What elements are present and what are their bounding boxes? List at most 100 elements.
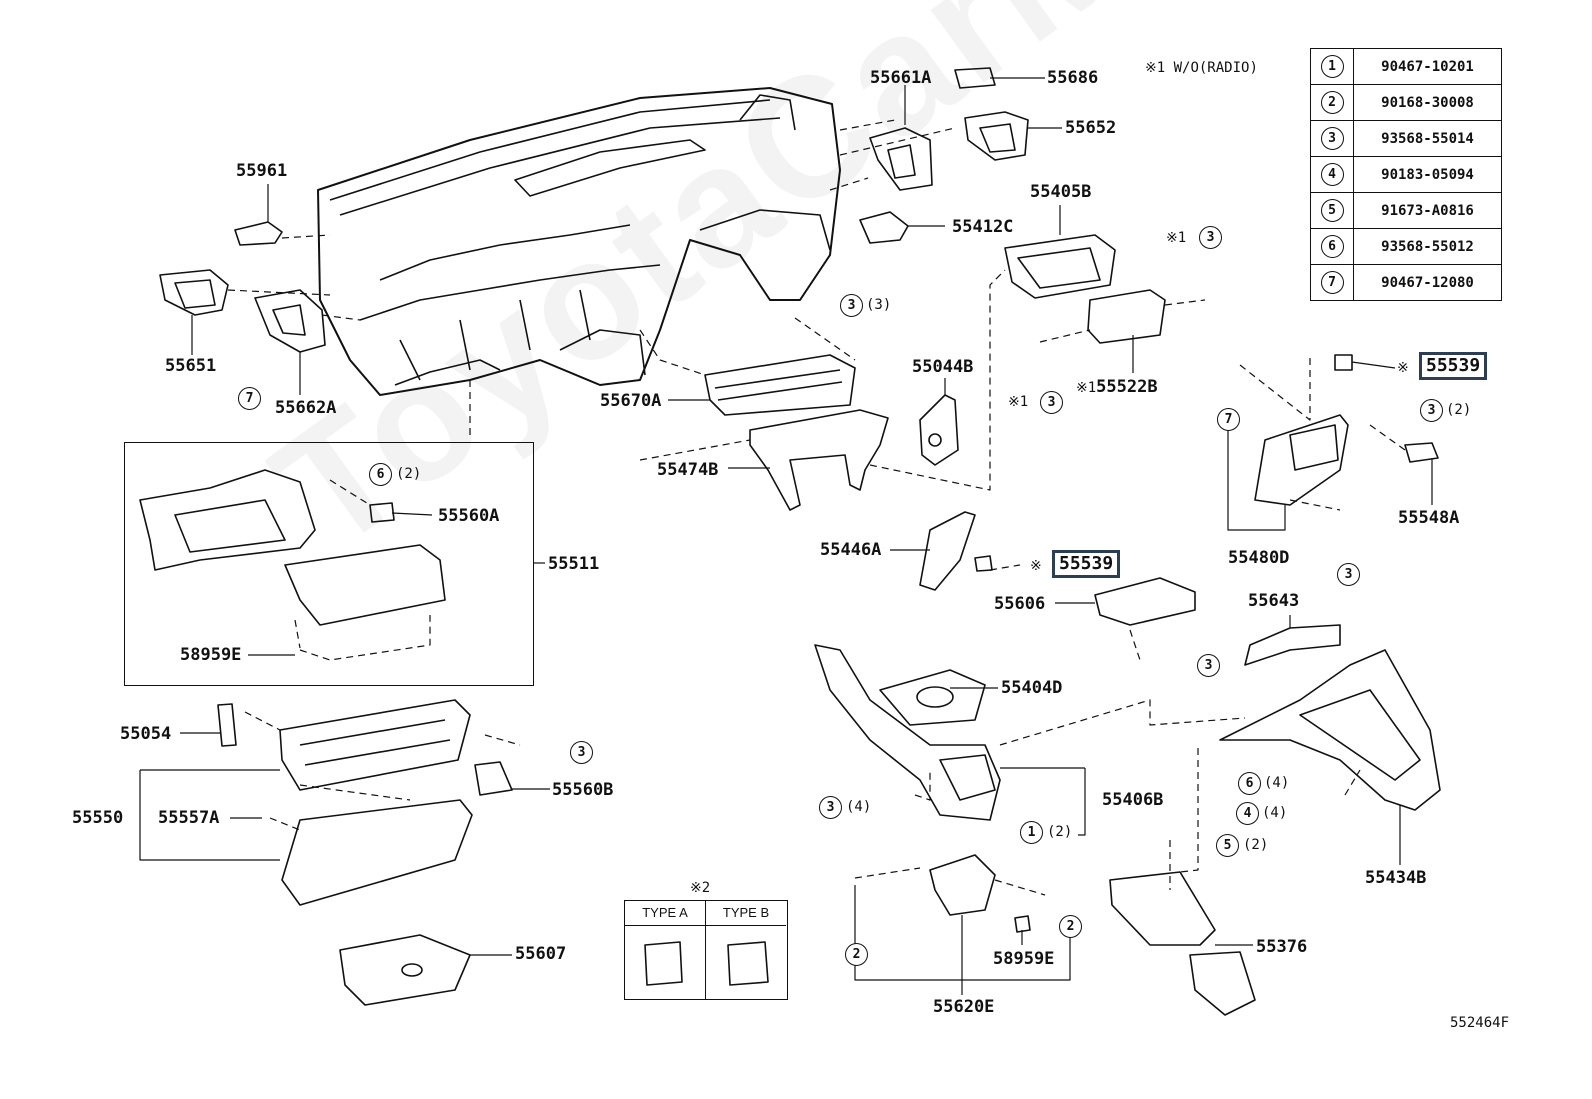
reference-number-circle: 5 [1320,199,1344,222]
reference-number: 3 [1310,120,1354,157]
reference-row: 1 90467-10201 [1310,48,1502,85]
part-label-55620E: 55620E [933,997,995,1017]
reference-number: 4 [1310,156,1354,193]
callout-4-right-console: 4 [1236,802,1259,825]
note-mark-55539-upper: ※ [1397,360,1409,376]
part-label-55511: 55511 [548,554,600,574]
callout-3-radio-bracket: 3 [1199,226,1222,249]
reference-row: 4 90183-05094 [1310,156,1502,193]
callout-3-right-panel: 3 [1420,399,1443,422]
part-label-55661A: 55661A [870,68,932,88]
type-b-column: TYPE B [706,901,786,999]
part-label-55522B: ※155522B [1076,377,1158,397]
qty-6-right-console: (4) [1264,775,1290,791]
reference-row: 5 91673-A0816 [1310,192,1502,229]
reference-number-circle: 4 [1320,163,1344,186]
note-mark-1-lower: ※1 [1008,394,1029,410]
part-label-55474B: 55474B [657,460,719,480]
part-label-55412C: 55412C [952,217,1014,237]
part-label-55961: 55961 [236,161,288,181]
callout-3-55606: 3 [1197,654,1220,677]
highlighted-part-55539-lower[interactable]: 55539 [1052,550,1121,578]
part-label-55044B: 55044B [912,357,974,377]
part-label-55406B: 55406B [1102,790,1164,810]
callout-3-console: 3 [819,796,842,819]
reference-number: 2 [1310,84,1354,121]
callout-5-right-console: 5 [1216,834,1239,857]
note-without-radio: ※1 W/O(RADIO) [1145,60,1258,76]
qty-3-right-panel: (2) [1446,402,1472,418]
reference-part-number: 90467-10201 [1353,48,1502,85]
part-label-55550: 55550 [72,808,124,828]
reference-part-number: 93568-55014 [1353,120,1502,157]
qty-5-right-console: (2) [1243,837,1269,853]
reference-part-number: 90183-05094 [1353,156,1502,193]
reference-number-circle: 1 [1320,55,1344,78]
part-label-55405B: 55405B [1030,182,1092,202]
part-label-55607: 55607 [515,944,567,964]
qty-4-right-console: (4) [1262,805,1288,821]
reference-number: 1 [1310,48,1354,85]
reference-part-number: 90467-12080 [1353,264,1502,301]
part-label-55686: 55686 [1047,68,1099,88]
reference-number-circle: 6 [1320,235,1344,258]
reference-part-number: 91673-A0816 [1353,192,1502,229]
reference-number: 7 [1310,264,1354,301]
note-mark-1: ※1 [1076,380,1097,396]
reference-row: 6 93568-55012 [1310,228,1502,265]
part-label-58959E-glovebox: 58959E [180,645,242,665]
type-a-label: TYPE A [625,901,705,926]
part-label-55480D: 55480D [1228,548,1290,568]
part-label-55404D: 55404D [1001,678,1063,698]
fastener-reference-table: 1 90467-10201 2 90168-30008 3 93568-55014 4 901… [1310,48,1502,301]
part-label-55376: 55376 [1256,937,1308,957]
reference-row: 7 90467-12080 [1310,264,1502,301]
callout-1-console: 1 [1020,821,1043,844]
callout-2-left-box: 2 [845,943,868,966]
part-label-55557A: 55557A [158,808,220,828]
instrument-panel-drawing [317,87,841,396]
qty-3-panel: (3) [866,297,892,313]
reference-number: 5 [1310,192,1354,229]
reference-number-circle: 2 [1320,91,1344,114]
callout-6-right-console: 6 [1238,772,1261,795]
callout-3-55560B: 3 [570,741,593,764]
reference-number-circle: 7 [1320,271,1344,294]
note-mark-2: ※2 [690,880,711,896]
part-label-55662A: 55662A [275,398,337,418]
reference-number: 6 [1310,228,1354,265]
callout-3-cluster-bottom: 3 [1337,563,1360,586]
qty-3-console: (4) [846,799,872,815]
part-label-55446A: 55446A [820,540,882,560]
note-mark-1-upper: ※1 [1166,230,1187,246]
qty-1-console: (2) [1047,824,1073,840]
type-a-column: TYPE A [625,901,706,999]
highlighted-part-55539-upper[interactable]: 55539 [1419,352,1488,380]
callout-6-glovebox: 6 [369,463,392,486]
qty-6-glovebox: (2) [396,466,422,482]
part-label-55560B: 55560B [552,780,614,800]
type-b-label: TYPE B [706,901,786,926]
figure-id: 552464F [1450,1015,1510,1031]
glovebox-frame [124,442,534,686]
reference-part-number: 93568-55012 [1353,228,1502,265]
part-label-55652: 55652 [1065,118,1117,138]
part-label-55434B: 55434B [1365,868,1427,888]
part-label-58959E-console: 58959E [993,949,1055,969]
reference-row: 2 90168-30008 [1310,84,1502,121]
part-label-55054: 55054 [120,724,172,744]
part-label-55548A: 55548A [1398,508,1460,528]
part-label-55670A: 55670A [600,391,662,411]
callout-2-right-box: 2 [1059,915,1082,938]
reference-part-number: 90168-30008 [1353,84,1502,121]
part-label-55606: 55606 [994,594,1046,614]
part-label-55560A: 55560A [438,506,500,526]
callout-7-left: 7 [238,387,261,410]
part-label-55643: 55643 [1248,591,1300,611]
callout-3-panel: 3 [840,294,863,317]
callout-7-right: 7 [1217,408,1240,431]
reference-number-circle: 3 [1320,127,1344,150]
part-label-55651: 55651 [165,356,217,376]
